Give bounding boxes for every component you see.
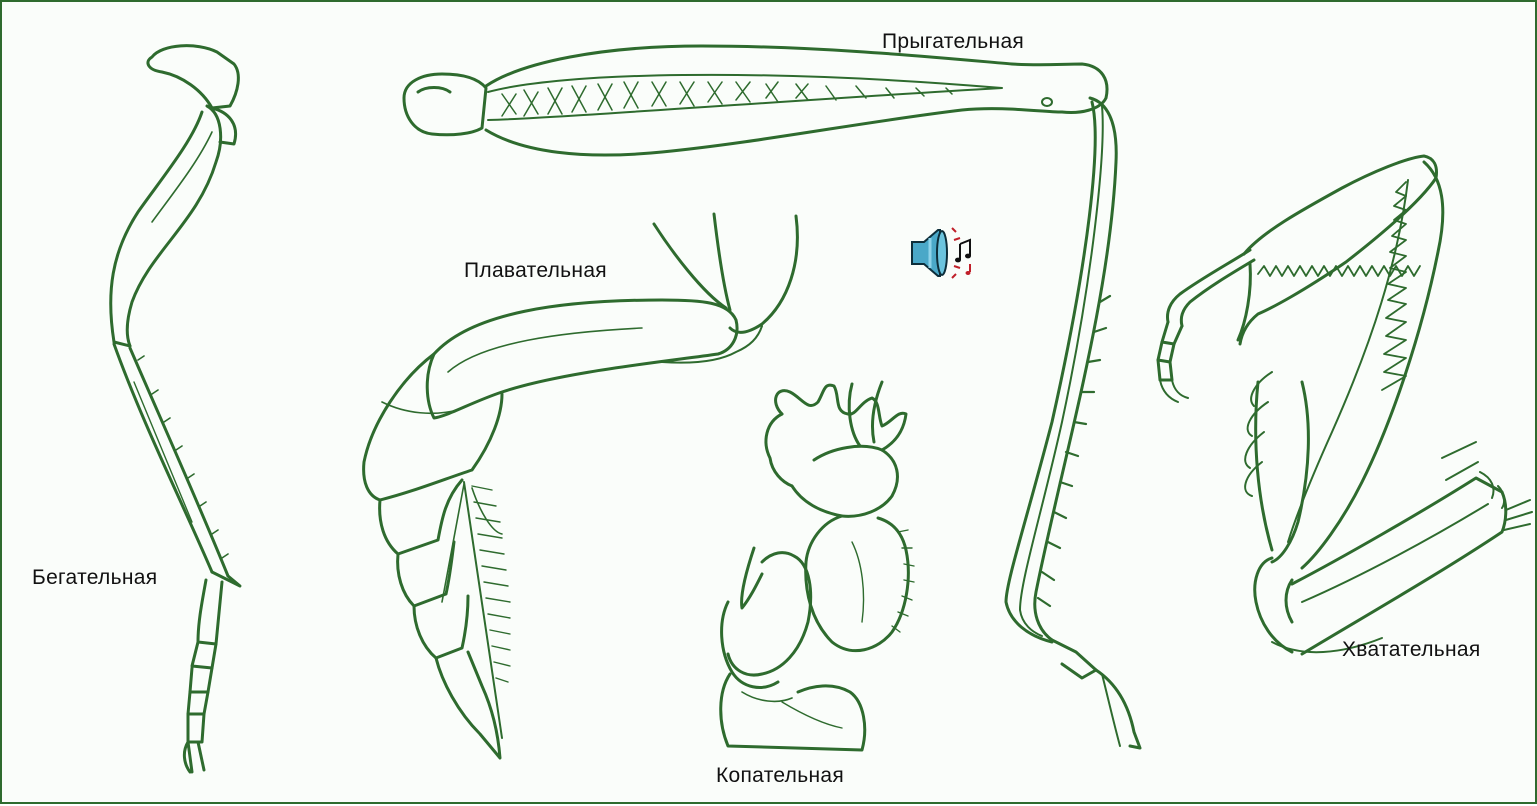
- jumping-leg-drawing: [404, 46, 1140, 748]
- label-jumping-leg: Прыгательная: [882, 30, 1024, 54]
- label-swimming-leg: Плавательная: [464, 259, 607, 283]
- label-running-leg: Бегательная: [32, 566, 157, 590]
- speaker-icon[interactable]: [908, 220, 982, 286]
- swimming-leg-drawing: [364, 214, 798, 758]
- running-leg-drawing: [111, 46, 240, 772]
- label-digging-leg: Копательная: [716, 764, 844, 788]
- digging-leg-drawing: [721, 382, 914, 750]
- speaker-icon-graphic: [908, 220, 982, 286]
- grasping-leg-drawing: [1158, 156, 1532, 654]
- label-grasping-leg: Хватательная: [1342, 638, 1481, 662]
